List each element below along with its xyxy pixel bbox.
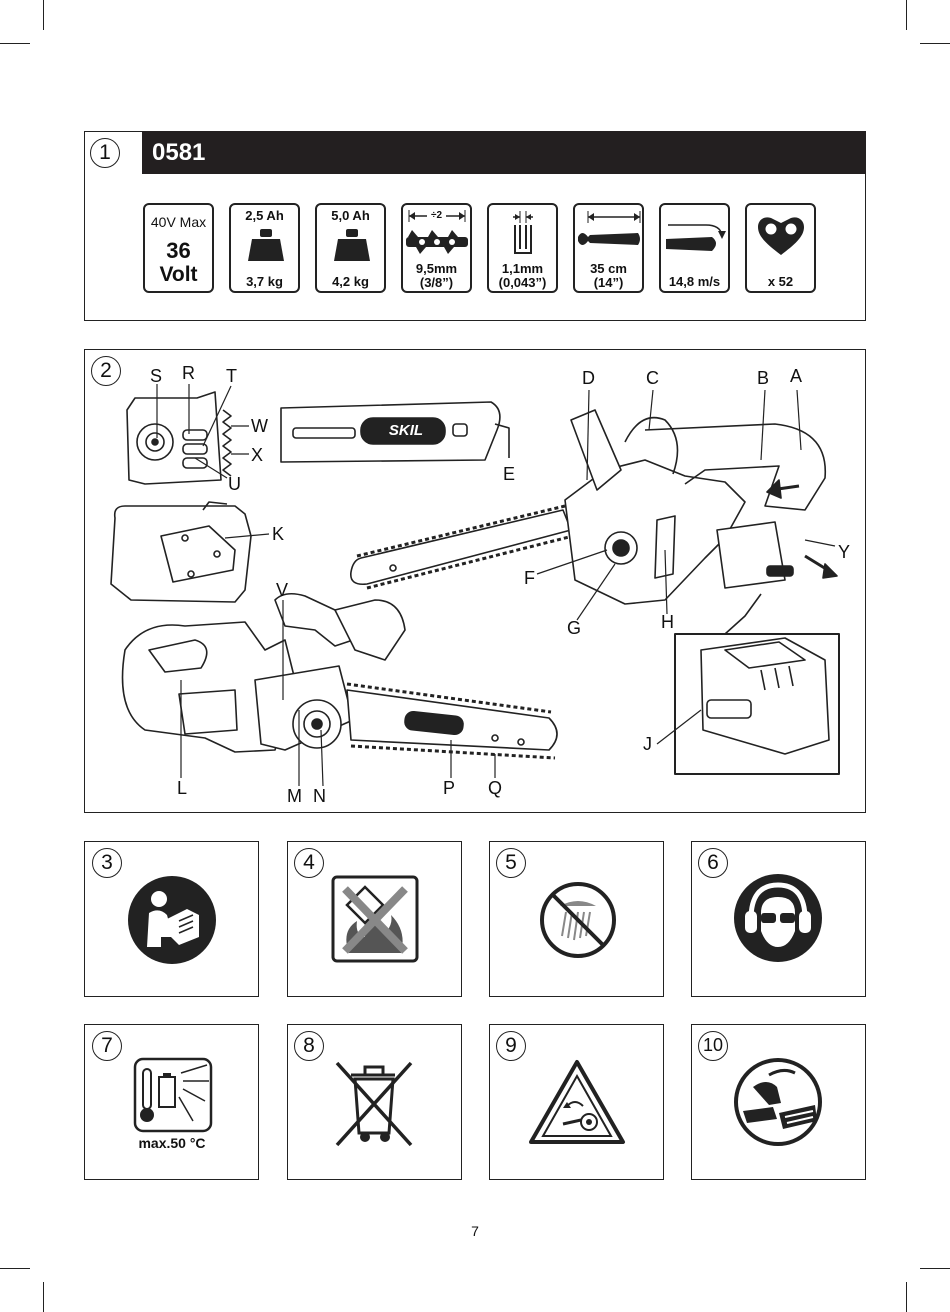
panel-number: 9 <box>496 1031 526 1061</box>
pitch-factor: ÷2 <box>427 209 446 223</box>
drive-link-icon <box>758 217 804 255</box>
label-S: S <box>150 366 163 386</box>
chainsaw-top-view <box>350 409 838 605</box>
section-number: 2 <box>91 356 121 386</box>
crop-mark <box>920 43 950 44</box>
bar-length-cm: 35 cm <box>590 261 627 276</box>
weight-icon <box>248 229 284 261</box>
weight-value: 4,2 kg <box>332 274 369 289</box>
two-hand-operation-icon <box>734 1058 822 1146</box>
label-Y: Y <box>838 542 851 562</box>
crop-mark <box>0 43 30 44</box>
panel-number: 10 <box>698 1031 728 1061</box>
no-rain-icon <box>540 882 616 958</box>
label-N: N <box>313 786 326 806</box>
side-cover <box>110 501 252 603</box>
label-J: J <box>643 734 652 754</box>
bar-cover <box>280 401 510 463</box>
label-E: E <box>503 464 516 484</box>
kickback-warning-icon <box>529 1060 625 1144</box>
spec-chain-speed: 14,8 m/s <box>659 203 730 293</box>
chain-icon <box>406 230 468 254</box>
battery-capacity: 2,5 Ah <box>245 208 284 223</box>
label-V: V <box>276 580 289 600</box>
panel-number: 8 <box>294 1031 324 1061</box>
panel-number: 3 <box>92 848 122 878</box>
spec-weight-2-5ah: 2,5 Ah 3,7 kg <box>229 203 300 293</box>
spec-chain-gauge: 1,1mm (0,043”) <box>487 203 558 293</box>
crop-mark <box>0 1268 30 1269</box>
model-title: 0581 <box>142 131 866 174</box>
temperature-battery-icon <box>133 1057 213 1133</box>
spec-bar-length: 35 cm (14”) <box>573 203 644 293</box>
label-R: R <box>182 363 195 383</box>
pitch-mm: 9,5mm <box>415 261 458 276</box>
temperature-limit: max.50 °C <box>138 1135 206 1151</box>
crop-mark <box>906 1282 907 1312</box>
spec-weight-5ah: 5,0 Ah 4,2 kg <box>315 203 386 293</box>
pitch-inch: (3/8”) <box>419 275 454 290</box>
chainsaw-diagram <box>110 384 840 787</box>
label-D: D <box>582 368 595 388</box>
crop-mark <box>43 1282 44 1312</box>
label-H: H <box>661 612 674 632</box>
drive-links-count: x 52 <box>767 274 794 289</box>
page-number: 7 <box>471 1223 479 1239</box>
battery-detail-inset <box>674 593 840 775</box>
spec-voltage: 40V Max 36 Volt <box>143 203 214 293</box>
label-T: T <box>226 366 237 386</box>
panel-number: 4 <box>294 848 324 878</box>
label-F: F <box>524 568 535 588</box>
label-X: X <box>251 445 264 465</box>
gauge-inch: (0,043”) <box>498 275 547 290</box>
label-U: U <box>228 474 241 494</box>
label-C: C <box>646 368 659 388</box>
ear-eye-protection-icon <box>734 874 822 962</box>
label-G: G <box>567 618 582 638</box>
weight-icon <box>334 229 370 261</box>
no-fire-battery-icon <box>331 875 419 963</box>
crop-mark <box>906 0 907 30</box>
weee-bin-icon <box>335 1061 413 1147</box>
spec-drive-links: x 52 <box>745 203 816 293</box>
bar-length-icon <box>578 211 641 245</box>
spec-chain-pitch: ÷2 9,5mm (3/8”) <box>401 203 472 293</box>
voltage-value: 36 <box>166 238 191 263</box>
label-W: W <box>251 416 268 436</box>
brand-logo: SKIL <box>388 422 424 439</box>
panel-number: 5 <box>496 848 526 878</box>
detail-oil-cap-view <box>126 391 232 485</box>
label-A: A <box>790 366 803 386</box>
label-L: L <box>177 778 188 798</box>
label-K: K <box>272 524 285 544</box>
battery-capacity: 5,0 Ah <box>331 208 370 223</box>
crop-mark <box>43 0 44 30</box>
chain-speed-value: 14,8 m/s <box>668 274 721 289</box>
weight-value: 3,7 kg <box>246 274 283 289</box>
section-number: 1 <box>90 138 120 168</box>
label-B: B <box>757 368 770 388</box>
label-M: M <box>287 786 302 806</box>
label-P: P <box>443 778 456 798</box>
voltage-max-label: 40V Max <box>150 214 207 230</box>
read-manual-icon <box>128 876 216 964</box>
crop-mark <box>920 1268 950 1269</box>
chainsaw-side-view <box>121 592 558 760</box>
panel-number: 6 <box>698 848 728 878</box>
label-Q: Q <box>488 778 503 798</box>
bar-length-inch: (14”) <box>593 275 624 290</box>
voltage-unit: Volt <box>159 263 198 286</box>
gauge-icon <box>513 211 533 254</box>
chain-speed-icon <box>666 224 726 251</box>
gauge-mm: 1,1mm <box>501 261 544 276</box>
panel-number: 7 <box>92 1031 122 1061</box>
